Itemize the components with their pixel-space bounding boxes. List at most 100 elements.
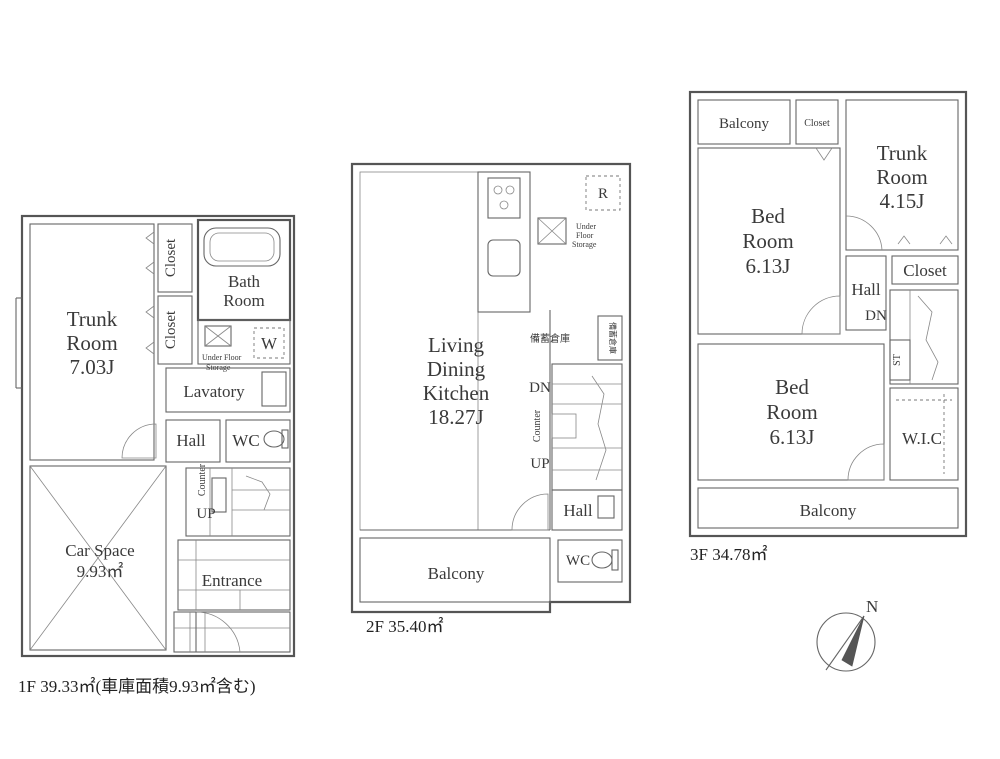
f3-trunk-room	[845, 99, 959, 251]
storage-hatch-icon	[537, 217, 567, 245]
f3-stairs	[889, 289, 959, 385]
f3-small-closet-label: Closet	[804, 118, 830, 129]
f2-ldk-label-2: Dining	[427, 357, 486, 381]
toilet-icon	[263, 430, 285, 448]
compass-north-label: N	[866, 597, 878, 616]
f2-ldk-label-3: Kitchen	[423, 381, 490, 405]
f3-caption: 3F 34.78㎡	[690, 545, 767, 564]
f2-r-label: R	[598, 186, 608, 202]
floor-3f: Balcony Closet Trunk Room 4.15J Bed Room…	[688, 90, 968, 564]
door-swing-icon	[801, 295, 841, 335]
f2-dn-label: DN	[529, 380, 551, 396]
f3-bed2-size: 6.13J	[770, 425, 815, 449]
f3-trunk-label: Trunk	[877, 141, 928, 165]
door-swing-icon	[845, 215, 883, 251]
f3-closet	[891, 255, 959, 285]
f1-car-size: 9.93㎡	[77, 562, 124, 581]
f1-bath-room-label: Room	[223, 291, 265, 310]
storage-hatch-icon	[204, 325, 232, 347]
f1-car-space	[29, 465, 167, 651]
f2-underfloor-label-1: Under	[576, 222, 596, 231]
f3-wic-label: W.I.C	[902, 429, 942, 448]
sink-icon	[261, 371, 287, 407]
f1-underfloor-label-2: Storage	[206, 363, 231, 372]
bathtub-icon	[203, 227, 281, 267]
f3-wic	[889, 387, 959, 481]
f1-outer-wall	[20, 214, 296, 658]
compass-icon: N	[816, 597, 878, 672]
f1-counter-label: Counter	[197, 463, 208, 496]
f2-stairs	[551, 363, 623, 491]
f3-hall-label: Hall	[851, 280, 881, 299]
f2-ldk-size: 18.27J	[428, 405, 483, 429]
door-swing-icon	[847, 443, 885, 481]
f2-counter-label: Counter	[532, 409, 543, 442]
kitchen-counter	[477, 171, 531, 313]
f3-dn-label: DN	[865, 308, 887, 324]
fridge-icon	[585, 175, 621, 211]
f1-lavatory-label: Lavatory	[183, 382, 245, 401]
f3-st	[889, 339, 911, 381]
f2-hall	[551, 489, 623, 531]
f1-caption: 1F 39.33㎡(車庫面積9.93㎡含む)	[18, 677, 256, 696]
f2-underfloor-label-3: Storage	[572, 240, 597, 249]
f2-bichiku-vertical: 備蓄倉庫	[608, 322, 618, 354]
f3-balcony-top	[697, 99, 791, 145]
floor-1f: Trunk Room 7.03J Closet Closet Bath Room…	[15, 214, 296, 696]
f3-balcony-bottom-label: Balcony	[800, 501, 857, 520]
f3-bed1-size: 6.13J	[746, 254, 791, 278]
f2-bichiku-label: 備蓄倉庫	[530, 332, 570, 345]
f3-trunk-size: 4.15J	[880, 189, 925, 213]
f1-underfloor-label-1: Under Floor	[202, 353, 242, 362]
f2-balcony	[359, 537, 551, 603]
f2-up-label: UP	[530, 456, 549, 472]
toilet-icon	[591, 551, 613, 569]
f3-bed1-label: Bed	[751, 204, 785, 228]
f1-lavatory	[165, 367, 291, 413]
f2-wc	[557, 539, 623, 583]
f1-entrance-label: Entrance	[202, 571, 262, 590]
f2-underfloor-label-2: Floor	[576, 231, 594, 240]
f3-bed2-room-label: Room	[766, 400, 817, 424]
f3-small-closet	[795, 99, 839, 145]
f3-bed-room-1	[697, 147, 841, 335]
door-swing-icon	[121, 423, 157, 459]
f1-trunk-size: 7.03J	[70, 355, 115, 379]
f2-storage	[597, 315, 623, 361]
f1-closet-a	[157, 223, 193, 293]
f1-bath-label: Bath	[228, 272, 261, 291]
f1-car-label: Car Space	[65, 541, 134, 560]
floor-2f: Living Dining Kitchen 18.27J R Under Flo…	[350, 162, 632, 636]
f1-hall-label: Hall	[176, 431, 206, 450]
f2-caption: 2F 35.40㎡	[366, 617, 443, 636]
f3-outer-wall	[688, 90, 968, 538]
f1-closet-a-label: Closet	[163, 238, 179, 277]
f3-closet-label: Closet	[903, 261, 947, 280]
f3-st-label: ST	[892, 354, 903, 366]
f3-bed2-label: Bed	[775, 375, 809, 399]
stove-icon	[487, 177, 521, 219]
f1-stairs	[185, 467, 291, 537]
door-swing-icon	[511, 493, 549, 531]
f3-hall	[845, 255, 887, 331]
f2-ldk-label-1: Living	[428, 333, 484, 357]
f3-bed1-room-label: Room	[742, 229, 793, 253]
f1-closet-b	[157, 295, 193, 365]
f3-balcony-top-label: Balcony	[719, 116, 769, 132]
f1-up-label: UP	[196, 506, 215, 522]
f1-hall	[165, 419, 221, 463]
f1-entrance	[177, 539, 291, 611]
f2-wc-label: WC	[566, 553, 590, 569]
f1-trunk-room-label: Room	[66, 331, 117, 355]
f3-bed-room-2	[697, 343, 885, 481]
f3-trunk-room-label: Room	[876, 165, 927, 189]
f1-trunk-label: Trunk	[67, 307, 118, 331]
f2-hall-label: Hall	[563, 501, 593, 520]
f1-wc	[225, 419, 291, 463]
kitchen-sink-icon	[487, 239, 521, 277]
washer-icon	[253, 327, 285, 359]
f3-balcony-bottom	[697, 487, 959, 529]
f2-balcony-label: Balcony	[428, 564, 485, 583]
f1-wc-label: WC	[232, 431, 259, 450]
